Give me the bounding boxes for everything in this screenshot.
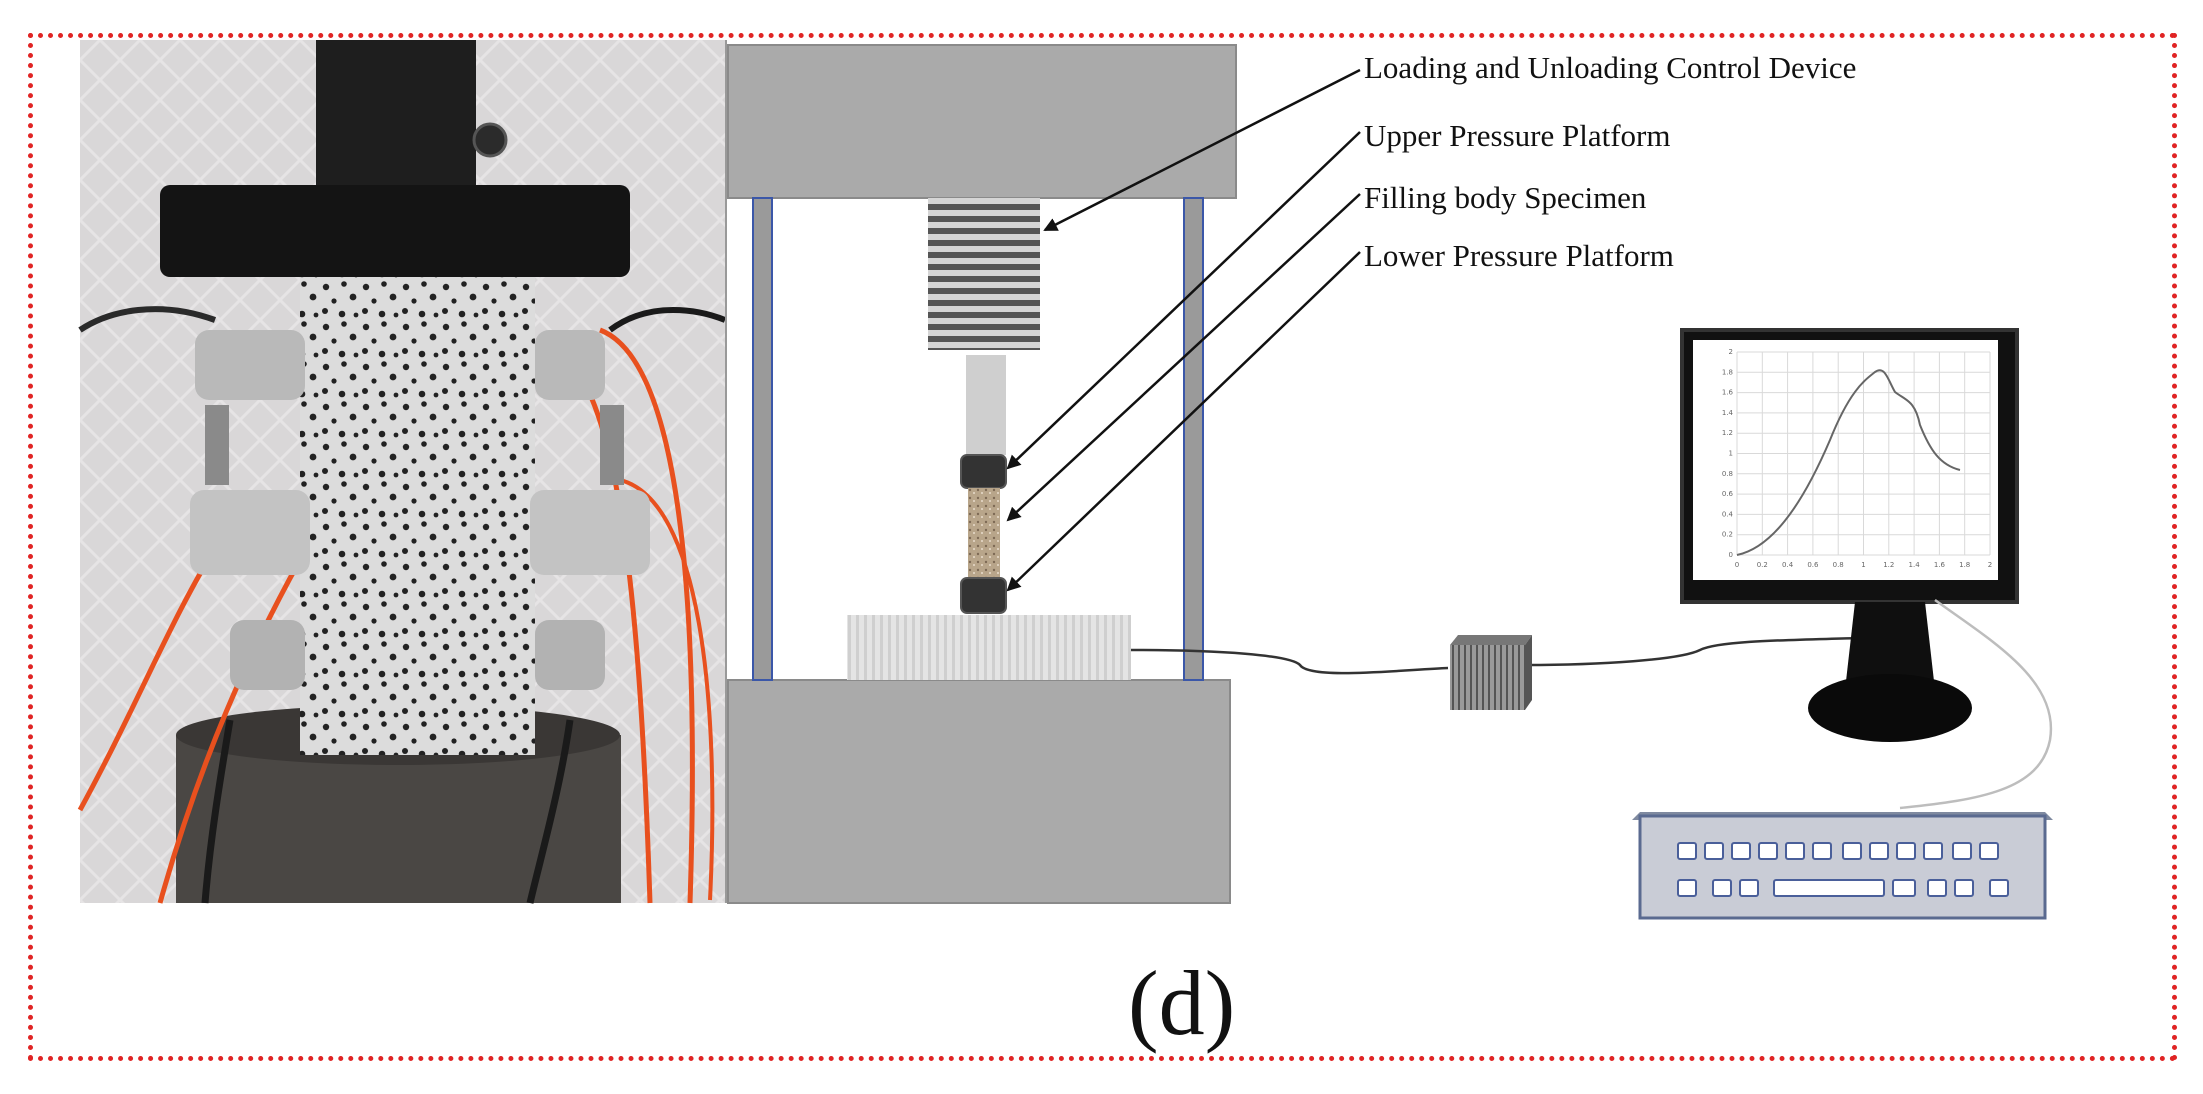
arrow-loading-device <box>1043 68 1361 232</box>
figure-caption: (d) <box>1128 952 1236 1054</box>
chart-y-tick: 1.2 <box>1722 429 1733 437</box>
chart-x-tick: 0.8 <box>1833 561 1844 569</box>
chart-x-tick: 1.8 <box>1959 561 1970 569</box>
daq-box <box>1450 645 1525 710</box>
monitor-neck <box>1845 602 1935 690</box>
keyboard-key <box>1812 842 1832 860</box>
keyboard-key <box>1954 879 1974 897</box>
daq-box-top <box>1450 635 1532 645</box>
monitor-screen <box>1693 340 1998 580</box>
chart-x-tick: 1 <box>1861 561 1865 569</box>
keyboard-keys <box>1677 842 2009 897</box>
keyboard-key <box>1677 879 1697 897</box>
keyboard-cable <box>1899 598 2053 810</box>
keyboard-key <box>1892 879 1916 897</box>
arrow-specimen <box>1006 193 1361 522</box>
chart-y-tick: 1 <box>1729 450 1733 458</box>
chart-y-tick: 0 <box>1729 551 1733 559</box>
keyboard-key <box>1739 879 1759 897</box>
chart-y-tick: 2 <box>1729 348 1733 356</box>
arrow-lower-platform <box>1006 251 1361 592</box>
keyboard-key <box>1704 842 1724 860</box>
keyboard-key <box>1731 842 1751 860</box>
lower-pressure-platform <box>960 577 1007 614</box>
chart-y-tick: 1.4 <box>1722 409 1734 417</box>
label-loading-device: Loading and Unloading Control Device <box>1364 50 1857 85</box>
label-specimen: Filling body Specimen <box>1364 180 1647 215</box>
chart-y-tick: 1.8 <box>1722 368 1733 376</box>
cable-to-monitor <box>1524 636 1861 667</box>
loading-control-device <box>928 198 1040 350</box>
chart-x-tick: 1.4 <box>1909 561 1921 569</box>
figure-frame <box>28 33 2177 1061</box>
specimen-photo <box>77 40 727 904</box>
testing-machine-schematic <box>727 44 1237 904</box>
chart-y-tick: 0.2 <box>1722 531 1733 539</box>
loading-rod <box>966 355 1006 455</box>
keyboard-key <box>1712 879 1732 897</box>
chart-x-tick: 2 <box>1988 561 1992 569</box>
keyboard <box>1632 812 2053 920</box>
keyboard-key <box>1773 879 1885 897</box>
chart-x-tick: 0.4 <box>1782 561 1794 569</box>
keyboard-key <box>1896 842 1916 860</box>
keyboard-key <box>1677 842 1697 860</box>
chart-x-tick: 0.6 <box>1807 561 1819 569</box>
chart-x-tick: 1.6 <box>1934 561 1946 569</box>
label-lower-platform: Lower Pressure Platform <box>1364 238 1674 273</box>
chart-x-tick: 1.2 <box>1883 561 1894 569</box>
keyboard-key <box>1979 842 1999 860</box>
keyboard-body <box>1638 814 2047 920</box>
keyboard-key <box>1842 842 1862 860</box>
cable-to-daq <box>1130 648 1449 675</box>
keyboard-key <box>1869 842 1889 860</box>
load-cell-base <box>847 615 1131 680</box>
arrow-upper-platform <box>1006 131 1361 470</box>
chart-y-tick: 0.4 <box>1722 510 1734 518</box>
stress-strain-chart: 0 0.2 0.4 0.6 0.8 1 1.2 1.4 1.6 1.8 2 0 0.2 0.4 0.6 0.8… <box>1722 348 1992 569</box>
chart-x-tick: 0.2 <box>1757 561 1768 569</box>
monitor-stand <box>1808 674 1972 742</box>
keyboard-key <box>1927 879 1947 897</box>
press-left-column <box>752 197 773 681</box>
press-top-beam <box>727 44 1237 199</box>
upper-pressure-platform <box>960 454 1007 489</box>
chart-x-tick: 0 <box>1735 561 1739 569</box>
press-right-column <box>1183 197 1204 681</box>
chart-y-tick: 0.6 <box>1722 490 1734 498</box>
press-bottom-base <box>727 679 1231 904</box>
keyboard-key <box>1785 842 1805 860</box>
label-arrows <box>1006 68 1361 592</box>
chart-y-tick: 0.8 <box>1722 470 1733 478</box>
chart-y-tick: 1.6 <box>1722 389 1734 397</box>
monitor: 0 0.2 0.4 0.6 0.8 1 1.2 1.4 1.6 1.8 2 0 0.2 0.4 0.6 0.8… <box>1680 328 2053 810</box>
acquisition-chain <box>1130 635 1861 710</box>
chart-curve <box>1736 369 1961 556</box>
keyboard-key <box>1758 842 1778 860</box>
keyboard-key <box>1952 842 1972 860</box>
label-upper-platform: Upper Pressure Platform <box>1364 118 1671 153</box>
keyboard-key <box>1989 879 2009 897</box>
filling-body-specimen <box>968 488 1000 578</box>
keyboard-key <box>1923 842 1943 860</box>
